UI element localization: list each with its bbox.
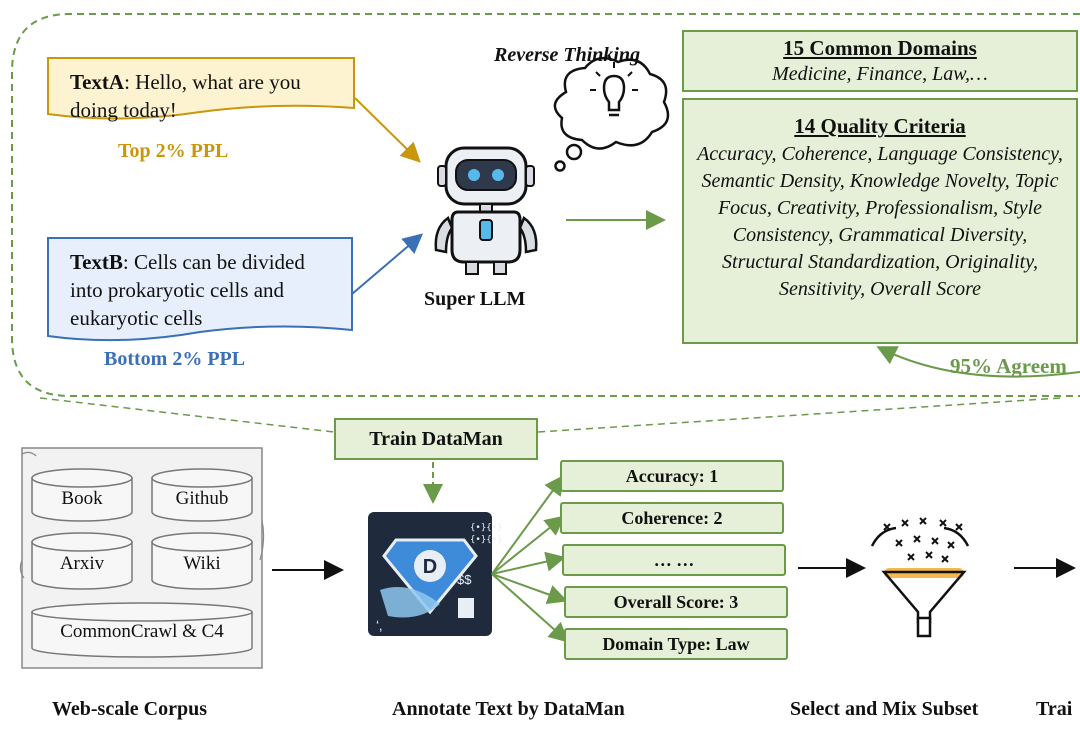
corpus-github: Github bbox=[175, 488, 229, 509]
text-b-document bbox=[47, 237, 353, 342]
criteria-items: Accuracy, Coherence, Language Consistenc… bbox=[697, 143, 1063, 300]
funnel-icon bbox=[870, 517, 970, 638]
svg-text:{•}{•}: {•}{•} bbox=[470, 535, 503, 545]
annotation-overall-score: Overall Score: 3 bbox=[564, 586, 788, 618]
text-b-content: : Cells can be divided into prokaryotic … bbox=[70, 250, 305, 330]
annotation-arrows bbox=[491, 474, 569, 643]
text-a-label: TextA bbox=[70, 70, 125, 94]
agreement-label: 95% Agreem bbox=[950, 354, 1067, 378]
dashed-link-left bbox=[39, 397, 335, 433]
domains-title: 15 Common Domains bbox=[783, 36, 977, 60]
text-b-ppl: Bottom 2% PPL bbox=[104, 348, 246, 370]
agreement-arrow bbox=[876, 346, 1080, 378]
annotation-ellipsis: … … bbox=[562, 544, 786, 576]
text-b-box: TextB: Cells can be divided into prokary… bbox=[56, 240, 346, 340]
super-llm-label: Super LLM bbox=[424, 288, 526, 310]
dashed-link-right bbox=[537, 397, 1061, 433]
svg-text:‘‚: ‘‚ bbox=[376, 617, 382, 633]
train-dataman-label: Train DataMan bbox=[369, 428, 503, 450]
thought-bubble-icon bbox=[553, 56, 670, 172]
annotation-domain-type: Domain Type: Law bbox=[564, 628, 788, 660]
annotate-caption: Annotate Text by DataMan bbox=[392, 698, 625, 720]
train-caption: Trai bbox=[1036, 698, 1073, 720]
text-b-arrow bbox=[351, 233, 424, 295]
corpus-book: Book bbox=[61, 488, 103, 509]
text-a-ppl: Top 2% PPL bbox=[118, 140, 229, 162]
corpus-commoncrawl: CommonCrawl & C4 bbox=[60, 621, 224, 642]
select-caption: Select and Mix Subset bbox=[790, 698, 979, 720]
train-dataman-box: Train DataMan bbox=[334, 418, 538, 460]
annotation-coherence: Coherence: 2 bbox=[560, 502, 784, 534]
criteria-title: 14 Quality Criteria bbox=[794, 114, 966, 138]
corpus-arxiv: Arxiv bbox=[59, 553, 105, 574]
text-b-label: TextB bbox=[70, 250, 123, 274]
reverse-thinking-label: Reverse Thinking bbox=[494, 44, 641, 66]
domains-box: 15 Common Domains Medicine, Finance, Law… bbox=[682, 30, 1078, 92]
criteria-box: 14 Quality Criteria Accuracy, Coherence,… bbox=[682, 98, 1078, 344]
lightbulb-icon bbox=[590, 62, 638, 117]
text-a-arrow bbox=[354, 97, 421, 163]
svg-text:$$: $$ bbox=[457, 572, 472, 587]
svg-text:{•}{•}: {•}{•} bbox=[470, 523, 503, 533]
text-a-document bbox=[47, 57, 355, 120]
top-region-outline bbox=[11, 13, 1080, 397]
corpus-wiki: Wiki bbox=[183, 553, 221, 574]
robot-icon bbox=[434, 146, 538, 275]
annotation-accuracy: Accuracy: 1 bbox=[560, 460, 784, 492]
corpus-caption: Web-scale Corpus bbox=[52, 698, 207, 720]
svg-text:D: D bbox=[423, 556, 437, 578]
text-a-box: TextA: Hello, what are you doing today! bbox=[56, 60, 352, 132]
text-a-content: : Hello, what are you doing today! bbox=[70, 70, 301, 122]
cylinder-shapes bbox=[31, 468, 253, 658]
dataman-logo-icon: D {•}{•} {•}{•} $$ ‘‚ bbox=[368, 512, 503, 636]
domains-items: Medicine, Finance, Law,… bbox=[772, 63, 988, 85]
